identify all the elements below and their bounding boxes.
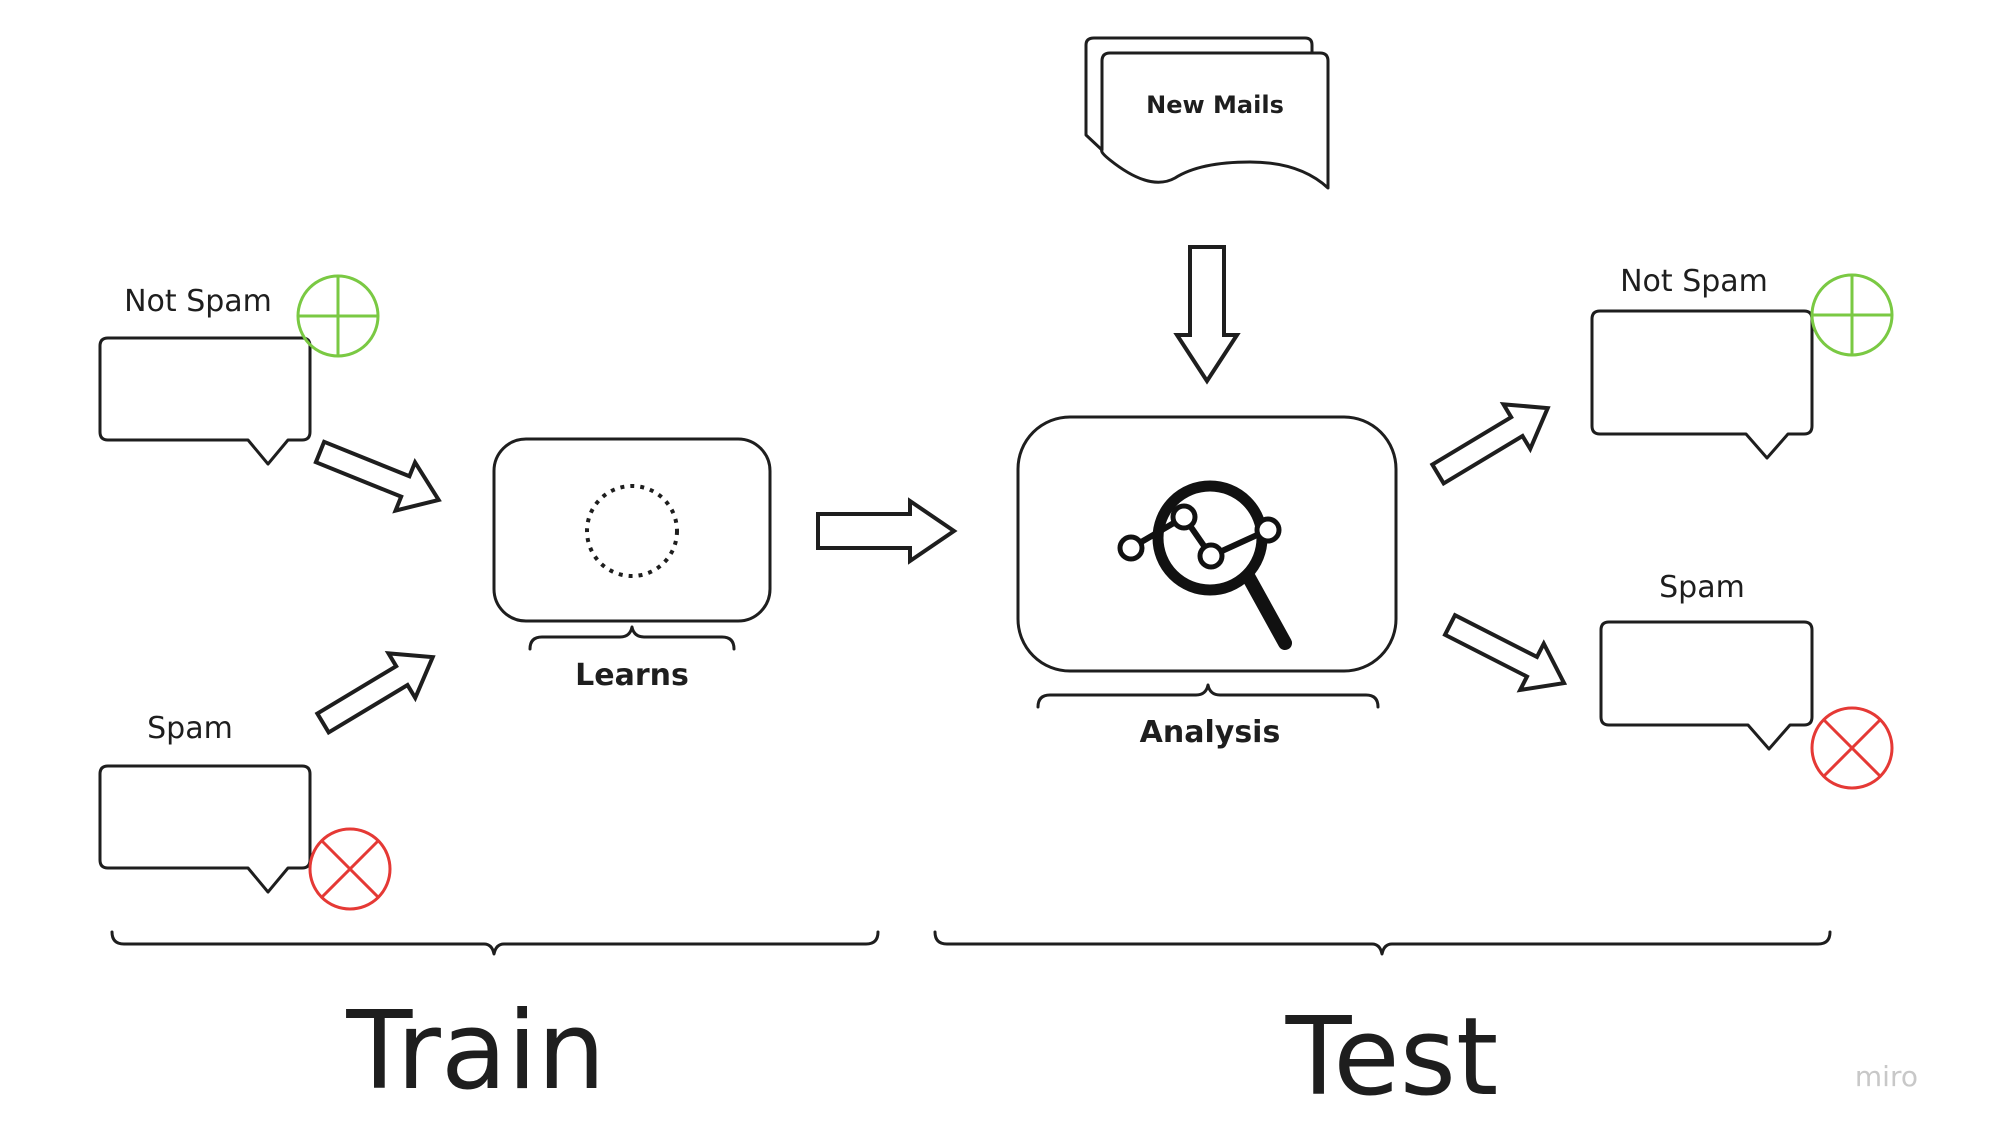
dotted-circle-icon — [585, 484, 679, 578]
train-not-spam-callout — [98, 336, 312, 466]
new-mails-label: New Mails — [1146, 91, 1284, 119]
test-not-spam-callout — [1590, 309, 1814, 460]
arrow-learns-to-analysis — [816, 497, 958, 565]
test-not-spam-label: Not Spam — [1620, 264, 1768, 299]
test-spam-callout — [1599, 620, 1814, 751]
train-not-spam-group: Not Spam — [98, 274, 380, 466]
test-spam-label: Spam — [1659, 570, 1745, 605]
magnifier-chart-icon — [1117, 480, 1292, 650]
learns-box — [492, 437, 772, 623]
test-spam-group: Spam — [1599, 570, 1894, 790]
arrow-spam-to-learns — [314, 651, 436, 736]
analysis-brace — [1036, 683, 1380, 709]
train-spam-label: Spam — [147, 711, 233, 746]
arrow-analysis-to-spam — [1442, 612, 1568, 693]
learns-brace — [528, 625, 736, 651]
new-mails-group: New Mails — [1084, 36, 1330, 190]
arrow-not-spam-to-learns — [313, 439, 442, 514]
arrow-analysis-to-not-spam — [1429, 402, 1551, 487]
learns-label: Learns — [575, 658, 689, 693]
train-spam-callout — [98, 764, 312, 894]
analysis-label: Analysis — [1140, 715, 1281, 750]
test-brace — [933, 930, 1832, 956]
test-not-spam-group: Not Spam — [1590, 264, 1894, 460]
learns-group: Learns — [492, 437, 772, 693]
train-not-spam-label: Not Spam — [124, 284, 272, 319]
train-spam-group: Spam — [98, 711, 392, 911]
test-title: Test — [1285, 995, 1499, 1120]
circle-x-icon — [308, 827, 392, 911]
circle-plus-icon — [296, 274, 380, 358]
train-title: Train — [345, 989, 605, 1114]
circle-x-icon — [1810, 706, 1894, 790]
arrow-new-mails-to-analysis — [1173, 245, 1241, 385]
miro-watermark: miro — [1855, 1060, 1918, 1093]
circle-plus-icon — [1810, 273, 1894, 357]
analysis-group: Analysis — [1016, 415, 1398, 750]
new-mails-document — [1100, 51, 1330, 190]
train-brace — [110, 930, 880, 956]
